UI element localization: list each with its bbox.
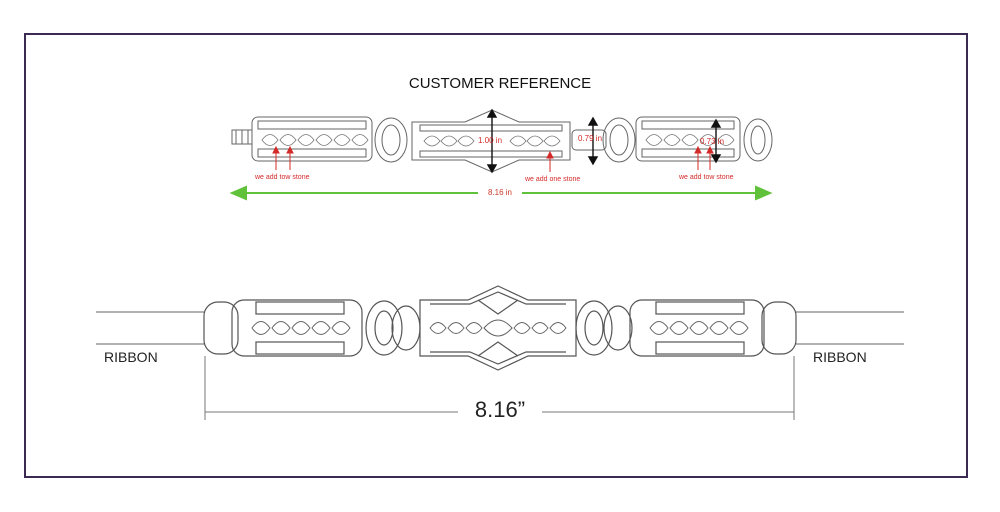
- diagram-title: CUSTOMER REFERENCE: [408, 75, 592, 92]
- design-bracelet: [203, 285, 797, 371]
- reference-bracelet: [231, 109, 773, 173]
- total-length-label: 8.16”: [474, 397, 526, 422]
- reference-length-label: 8.16 in: [487, 188, 513, 197]
- note-add-two-stone-right: we add tow stone: [679, 174, 734, 181]
- ribbon-right-label: RIBBON: [813, 349, 867, 365]
- center-height-label: 1.00 in: [478, 136, 503, 145]
- connector-height-label: 0.79 in: [578, 134, 603, 143]
- note-add-one-stone: we add one stone: [525, 176, 581, 183]
- length-arrow: [229, 185, 773, 201]
- ribbons: [96, 311, 904, 345]
- diagram-frame: [24, 33, 968, 478]
- ribbon-left-label: RIBBON: [104, 349, 158, 365]
- total-length-dimension: [204, 356, 795, 420]
- note-add-two-stone-left: we add tow stone: [255, 174, 310, 181]
- side-height-label: 0.73 in: [700, 137, 725, 146]
